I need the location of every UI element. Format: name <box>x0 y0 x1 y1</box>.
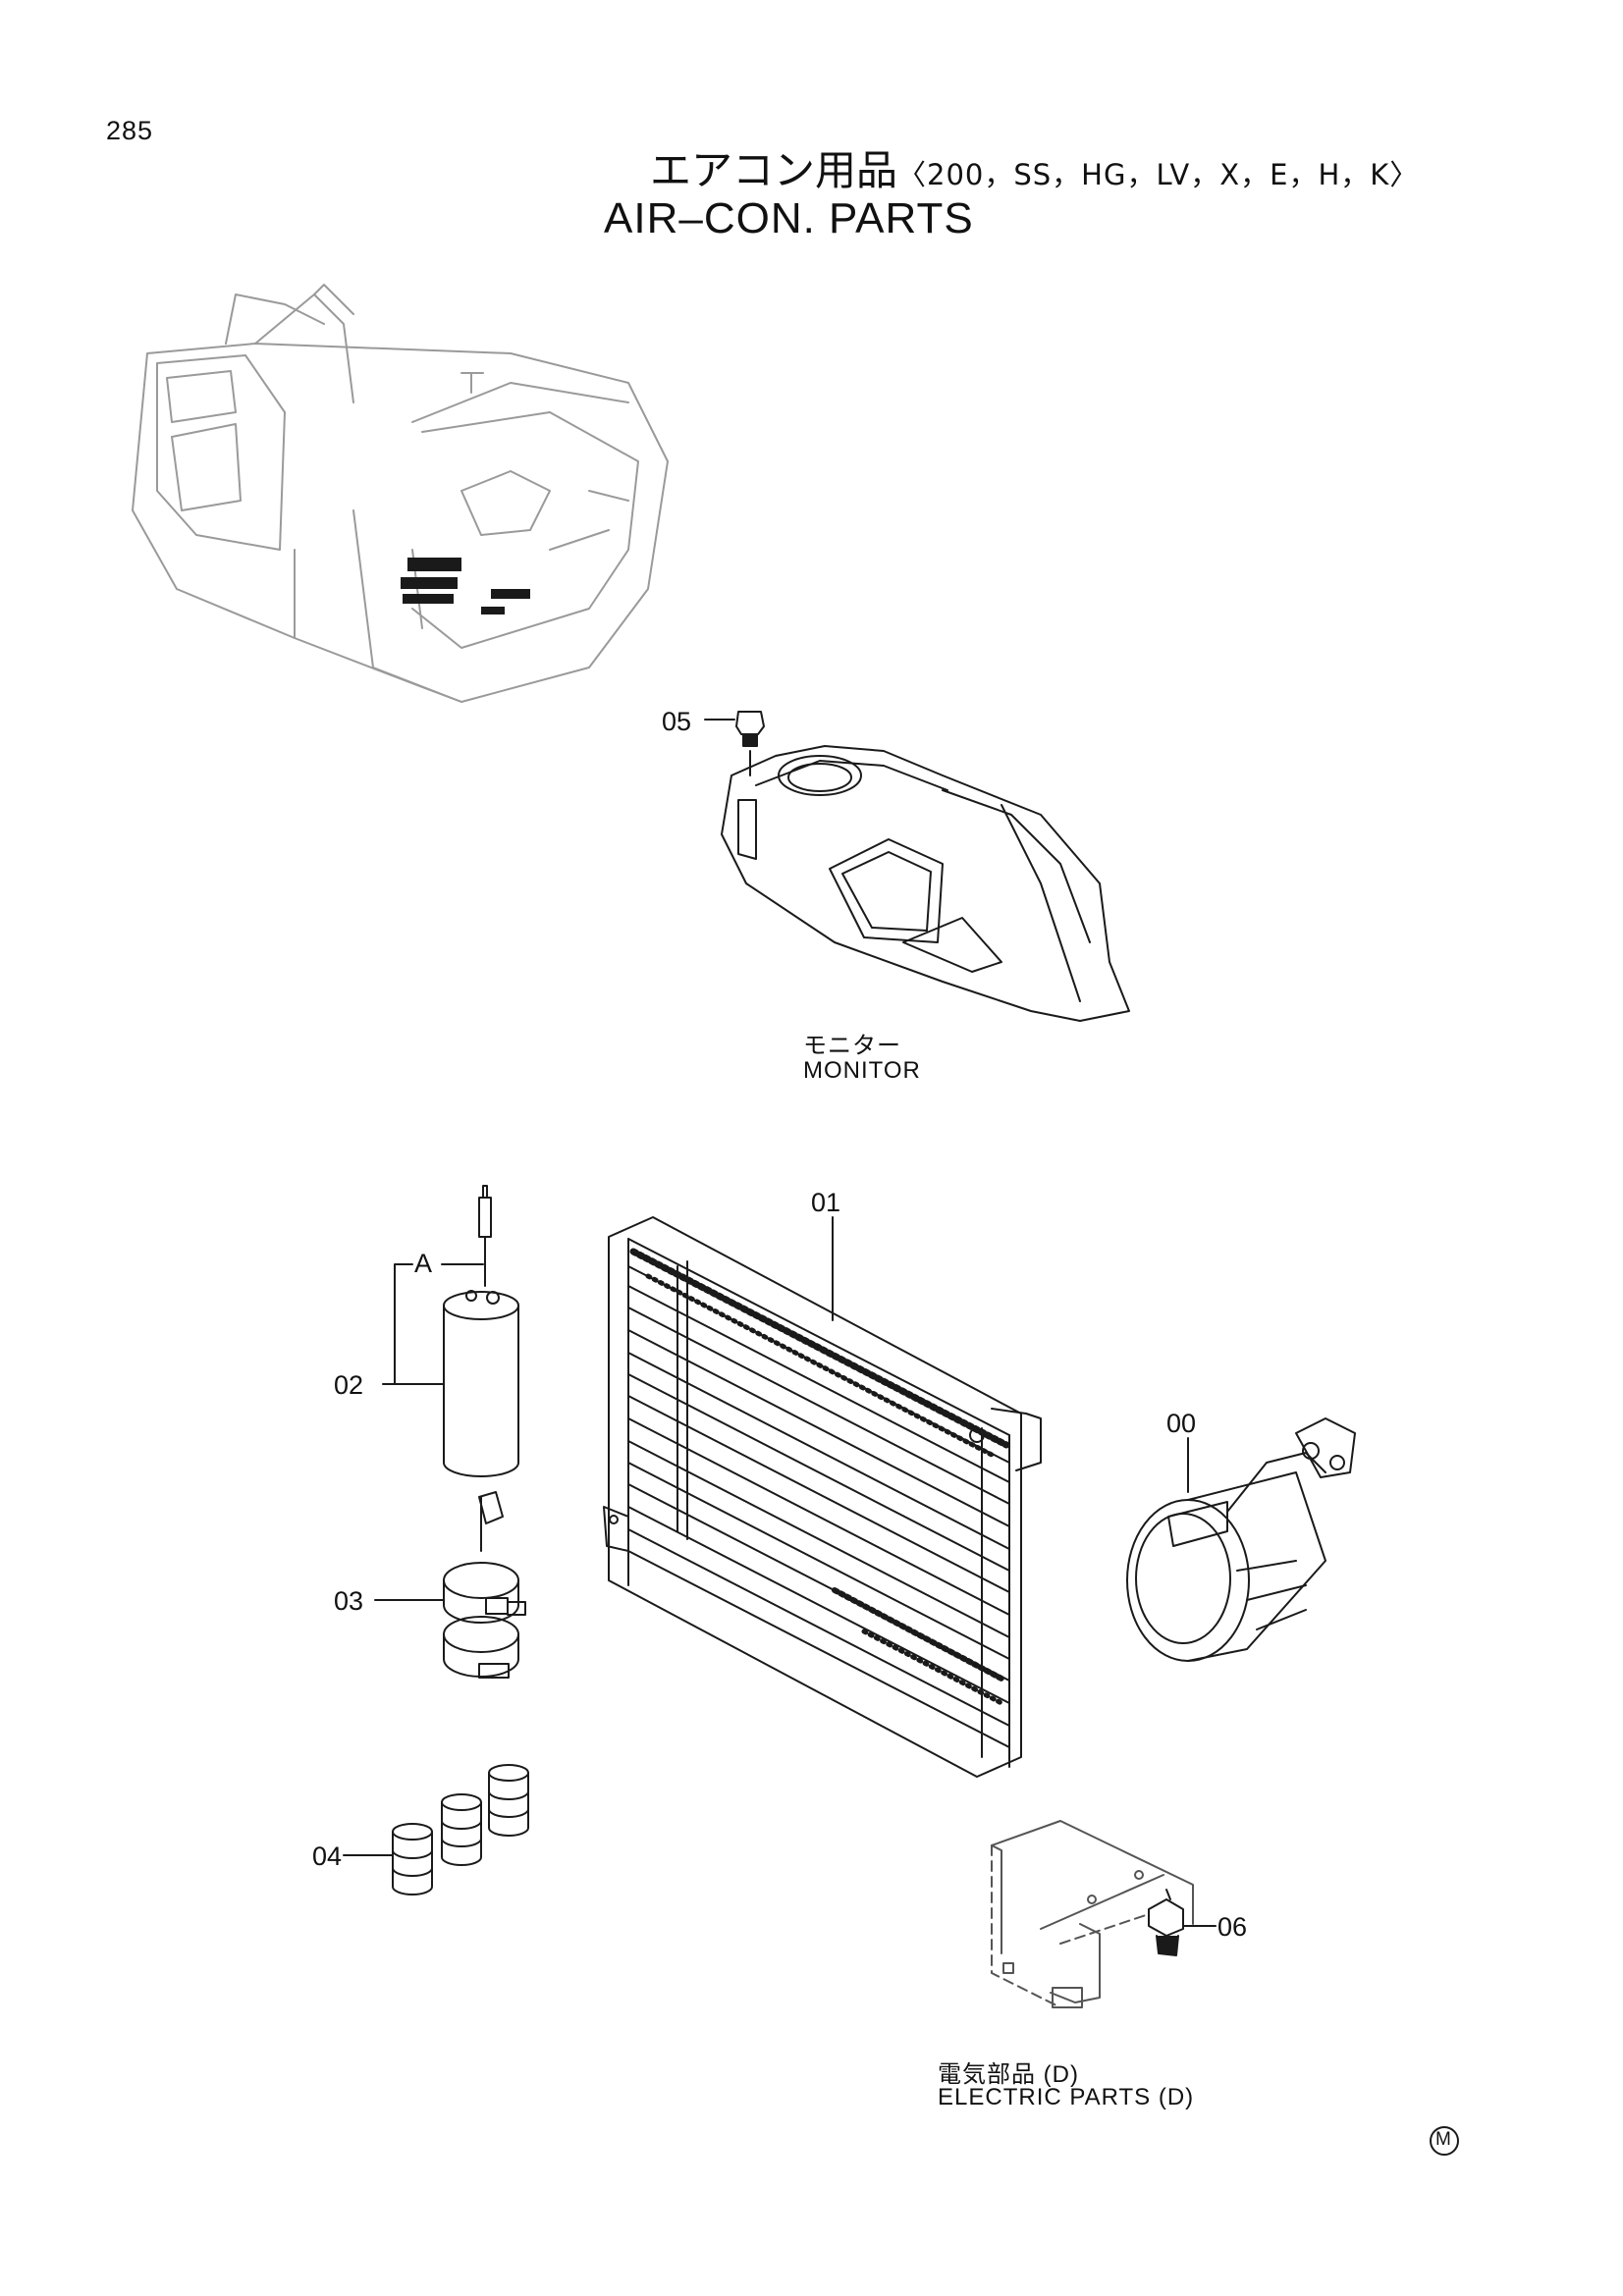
part-04-desiccant <box>393 1765 528 1895</box>
bracket-line-a <box>395 1264 412 1384</box>
callout-00: 00 <box>1166 1409 1197 1438</box>
part-06-switch <box>1149 1890 1183 1955</box>
callout-06: 06 <box>1217 1912 1248 1942</box>
title-japanese-text: エアコン用品 <box>650 146 898 194</box>
part-01-condenser <box>604 1217 1041 1777</box>
page-number: 285 <box>106 116 154 145</box>
callout-05: 05 <box>662 707 692 736</box>
monitor-caption-japanese: モニター <box>803 1033 901 1059</box>
part-00-compressor <box>1127 1418 1355 1661</box>
highlighted-aircon-location <box>401 558 530 614</box>
callout-01: 01 <box>811 1188 841 1217</box>
monitor-illustration <box>722 746 1129 1021</box>
page-title-japanese: エアコン用品〈200，SS，HG，LV，X，E，H，K〉 <box>650 137 1419 197</box>
electric-parts-caption-japanese: 電気部品 (D) <box>938 2061 1079 2088</box>
part-05-plug <box>736 712 764 775</box>
monitor-caption-english: MONITOR <box>803 1057 921 1084</box>
trademark-circle <box>1431 2127 1458 2155</box>
callout-02: 02 <box>334 1370 364 1400</box>
model-list: 〈200，SS，HG，LV，X，E，H，K〉 <box>897 158 1420 191</box>
callout-a: A <box>414 1249 433 1278</box>
excavator-overview-illustration <box>133 285 668 702</box>
electric-parts-bracket <box>992 1821 1193 2007</box>
callout-03: 03 <box>334 1586 364 1616</box>
page-title-english: AIR–CON. PARTS <box>604 194 974 242</box>
part-02-receiver-dryer <box>444 1186 518 1476</box>
callout-04: 04 <box>312 1842 343 1871</box>
electric-parts-caption-english: ELECTRIC PARTS (D) <box>938 2084 1195 2110</box>
part-03-clamp <box>444 1492 525 1678</box>
trademark-mark: M <box>1435 2129 1451 2150</box>
